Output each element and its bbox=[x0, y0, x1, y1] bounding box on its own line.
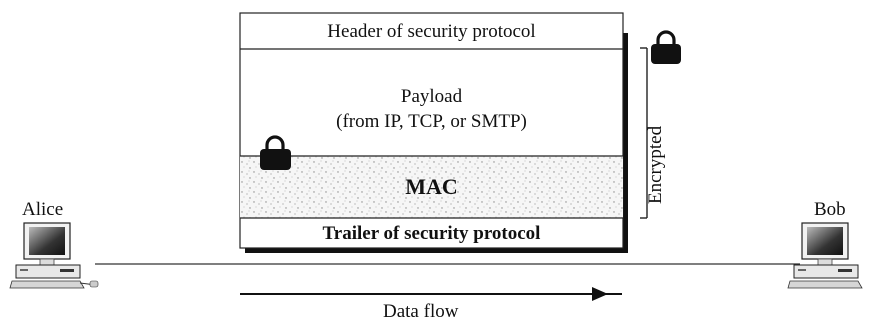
data-flow-label: Data flow bbox=[383, 301, 459, 322]
packet-frame bbox=[239, 12, 628, 253]
arrow-right-icon bbox=[240, 287, 622, 301]
encrypted-label: Encrypted bbox=[645, 125, 666, 204]
packet-shadow-bottom bbox=[245, 248, 628, 253]
computer-icon bbox=[9, 222, 99, 289]
mac-label: MAC bbox=[405, 174, 458, 199]
computer-icon bbox=[787, 222, 863, 289]
lock-icon bbox=[651, 30, 681, 64]
payload-label: Payload bbox=[400, 86, 463, 107]
encrypted-bracket bbox=[640, 47, 648, 219]
header-label: Header of security protocol bbox=[327, 21, 536, 42]
lock-icon bbox=[260, 135, 291, 170]
packet-outline bbox=[239, 12, 624, 249]
trailer-label: Trailer of security protocol bbox=[322, 223, 541, 244]
payload-source-label: (from IP, TCP, or SMTP) bbox=[336, 111, 527, 132]
mac-region bbox=[240, 156, 623, 218]
packet-shadow-right bbox=[623, 33, 628, 253]
bob-label: Bob bbox=[814, 199, 846, 220]
alice-label: Alice bbox=[22, 199, 64, 220]
